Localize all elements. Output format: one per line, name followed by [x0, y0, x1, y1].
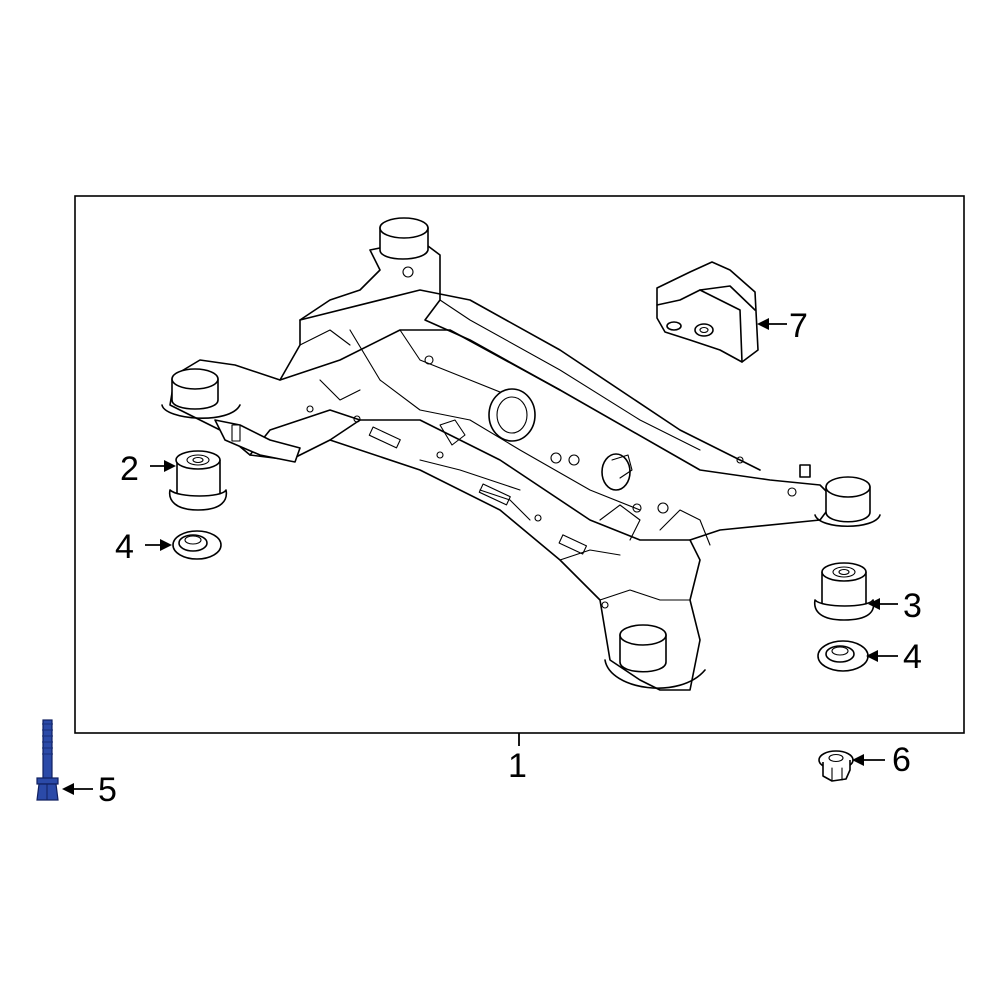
leader-arrow-2 — [150, 460, 176, 472]
washer-right[interactable] — [817, 640, 869, 672]
callout-4-right: 4 — [903, 638, 922, 676]
callout-6: 6 — [892, 741, 911, 779]
callout-1: 1 — [508, 747, 527, 785]
subframe-crossmember[interactable] — [161, 217, 881, 691]
callout-7: 7 — [789, 307, 808, 345]
leader-arrow-4-right — [866, 650, 898, 662]
washer-left[interactable] — [172, 530, 222, 560]
callout-2: 2 — [120, 450, 139, 488]
leader-arrow-6 — [852, 754, 885, 766]
mount-bracket[interactable] — [656, 261, 759, 363]
flange-nut[interactable] — [818, 750, 854, 782]
bushing-left[interactable] — [168, 450, 228, 511]
leader-arrow-7 — [757, 318, 787, 330]
leader-arrow-3 — [868, 598, 898, 610]
callout-4-left: 4 — [115, 528, 134, 566]
callout-3: 3 — [903, 587, 922, 625]
leader-arrow-5 — [62, 783, 93, 795]
leader-arrow-4-left — [145, 539, 172, 551]
bolt[interactable] — [36, 719, 59, 801]
bushing-right[interactable] — [813, 562, 875, 621]
callout-5: 5 — [98, 771, 117, 809]
